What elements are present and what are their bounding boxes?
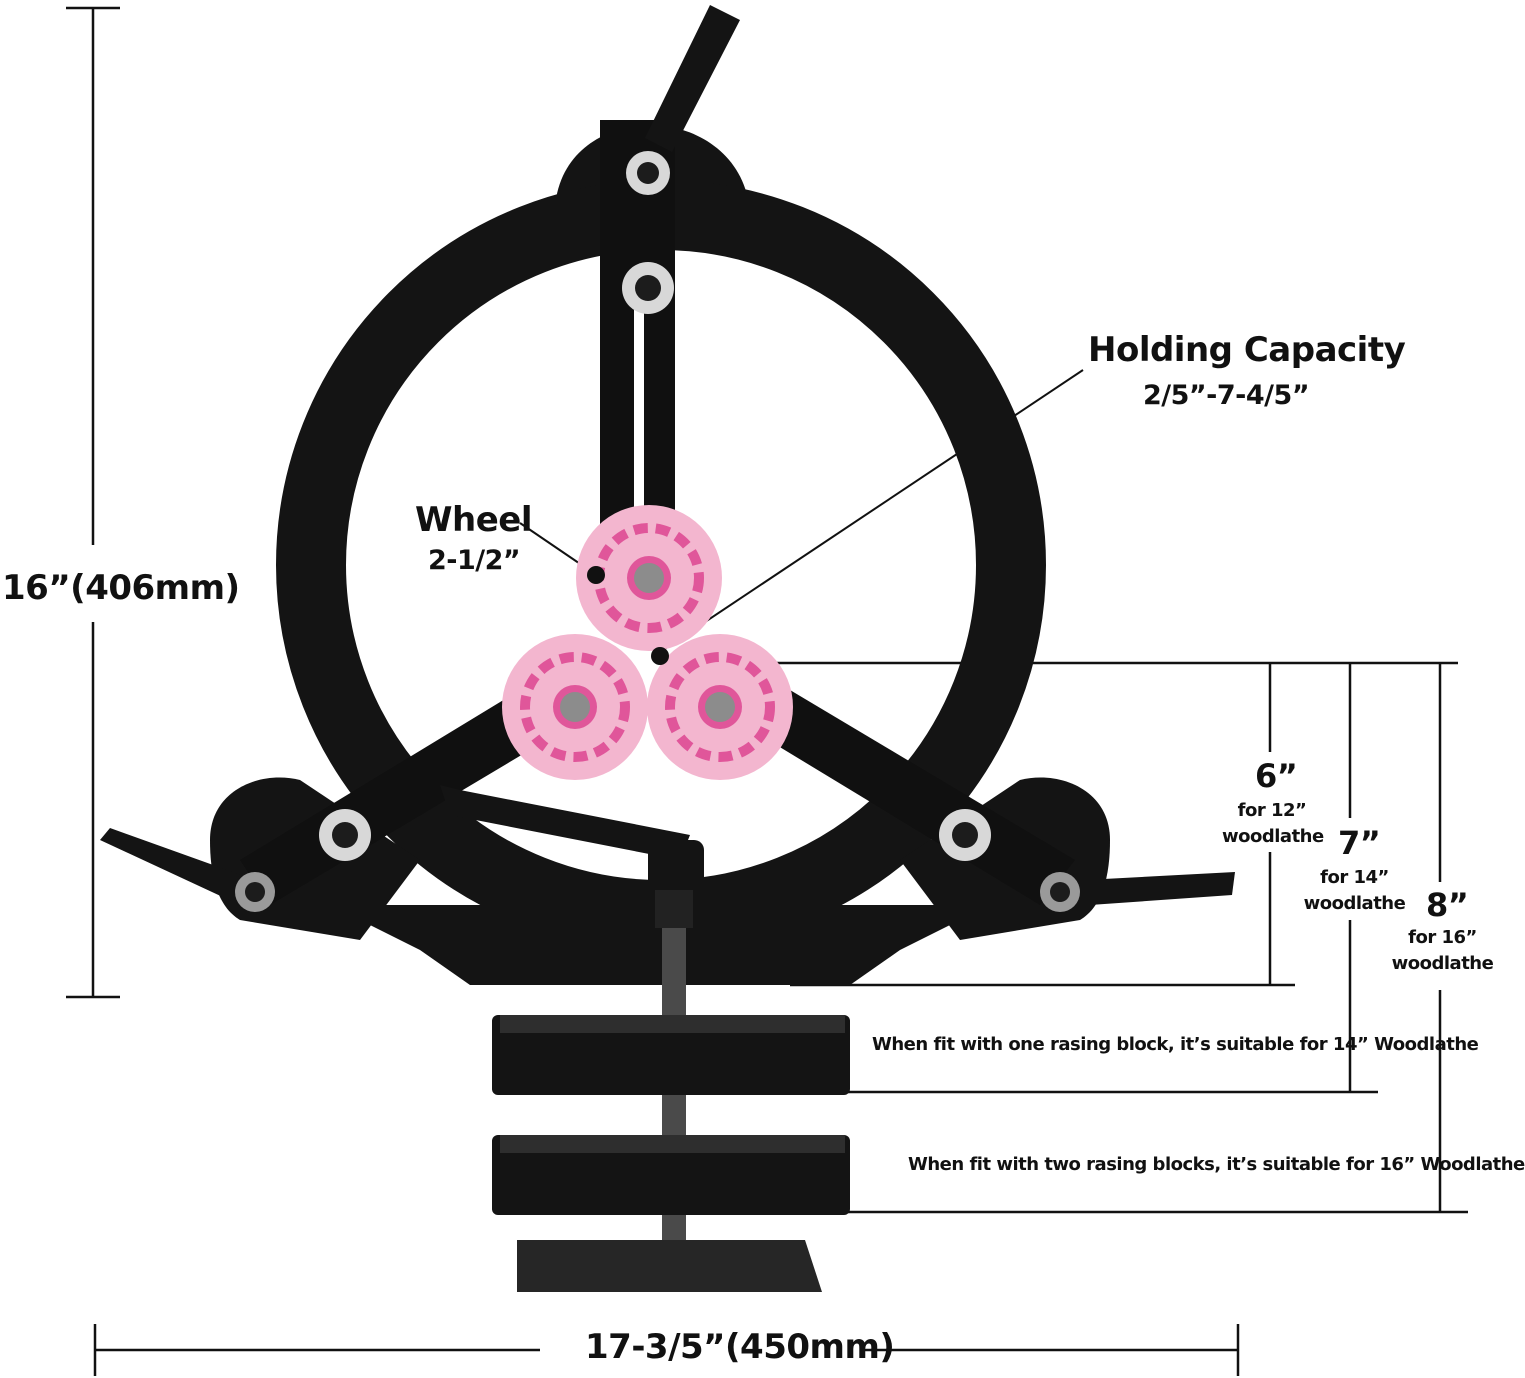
dim-7-note-line2: woodlathe (1303, 893, 1406, 914)
dim-7-value: 7” (1338, 824, 1381, 862)
wheel-title: Wheel (415, 500, 532, 540)
center-height-lines (660, 661, 1468, 1214)
height-dimension-line (66, 6, 120, 999)
two-blocks-note: When fit with two rasing blocks, it’s su… (908, 1154, 1525, 1175)
one-block-note: When fit with one rasing block, it’s sui… (872, 1034, 1479, 1055)
width-label: 17-3/5”(450mm) (585, 1327, 895, 1367)
width-dimension-line (93, 1324, 1240, 1376)
bolts (235, 151, 1080, 912)
wheel-left (502, 634, 648, 780)
dim-6-value: 6” (1255, 757, 1298, 795)
dim-8-note-line2: woodlathe (1391, 953, 1494, 974)
wheel-size: 2-1/2” (428, 545, 521, 576)
dim-6-note-line1: for 12” (1237, 800, 1307, 821)
dim-7-note-line1: for 14” (1320, 867, 1389, 888)
dim-7-note: for 14” woodlathe (1302, 865, 1407, 917)
wheel-right (647, 634, 793, 780)
dim-8-note: for 16” woodlathe (1390, 925, 1495, 977)
raising-blocks (492, 890, 850, 1292)
holding-capacity-value: 2/5”-7-4/5” (1143, 380, 1310, 411)
steady-rest-frame (100, 5, 1235, 985)
height-label: 16”(406mm) (2, 568, 240, 608)
holding-capacity-title: Holding Capacity (1088, 330, 1406, 370)
dim-6-note: for 12” woodlathe (1222, 798, 1324, 850)
dim-6-note-line2: woodlathe (1222, 826, 1324, 847)
dim-8-note-line1: for 16” (1408, 927, 1477, 948)
dim-8-value: 8” (1426, 886, 1469, 924)
wheel-top (576, 505, 722, 651)
pink-wheels (502, 505, 793, 780)
